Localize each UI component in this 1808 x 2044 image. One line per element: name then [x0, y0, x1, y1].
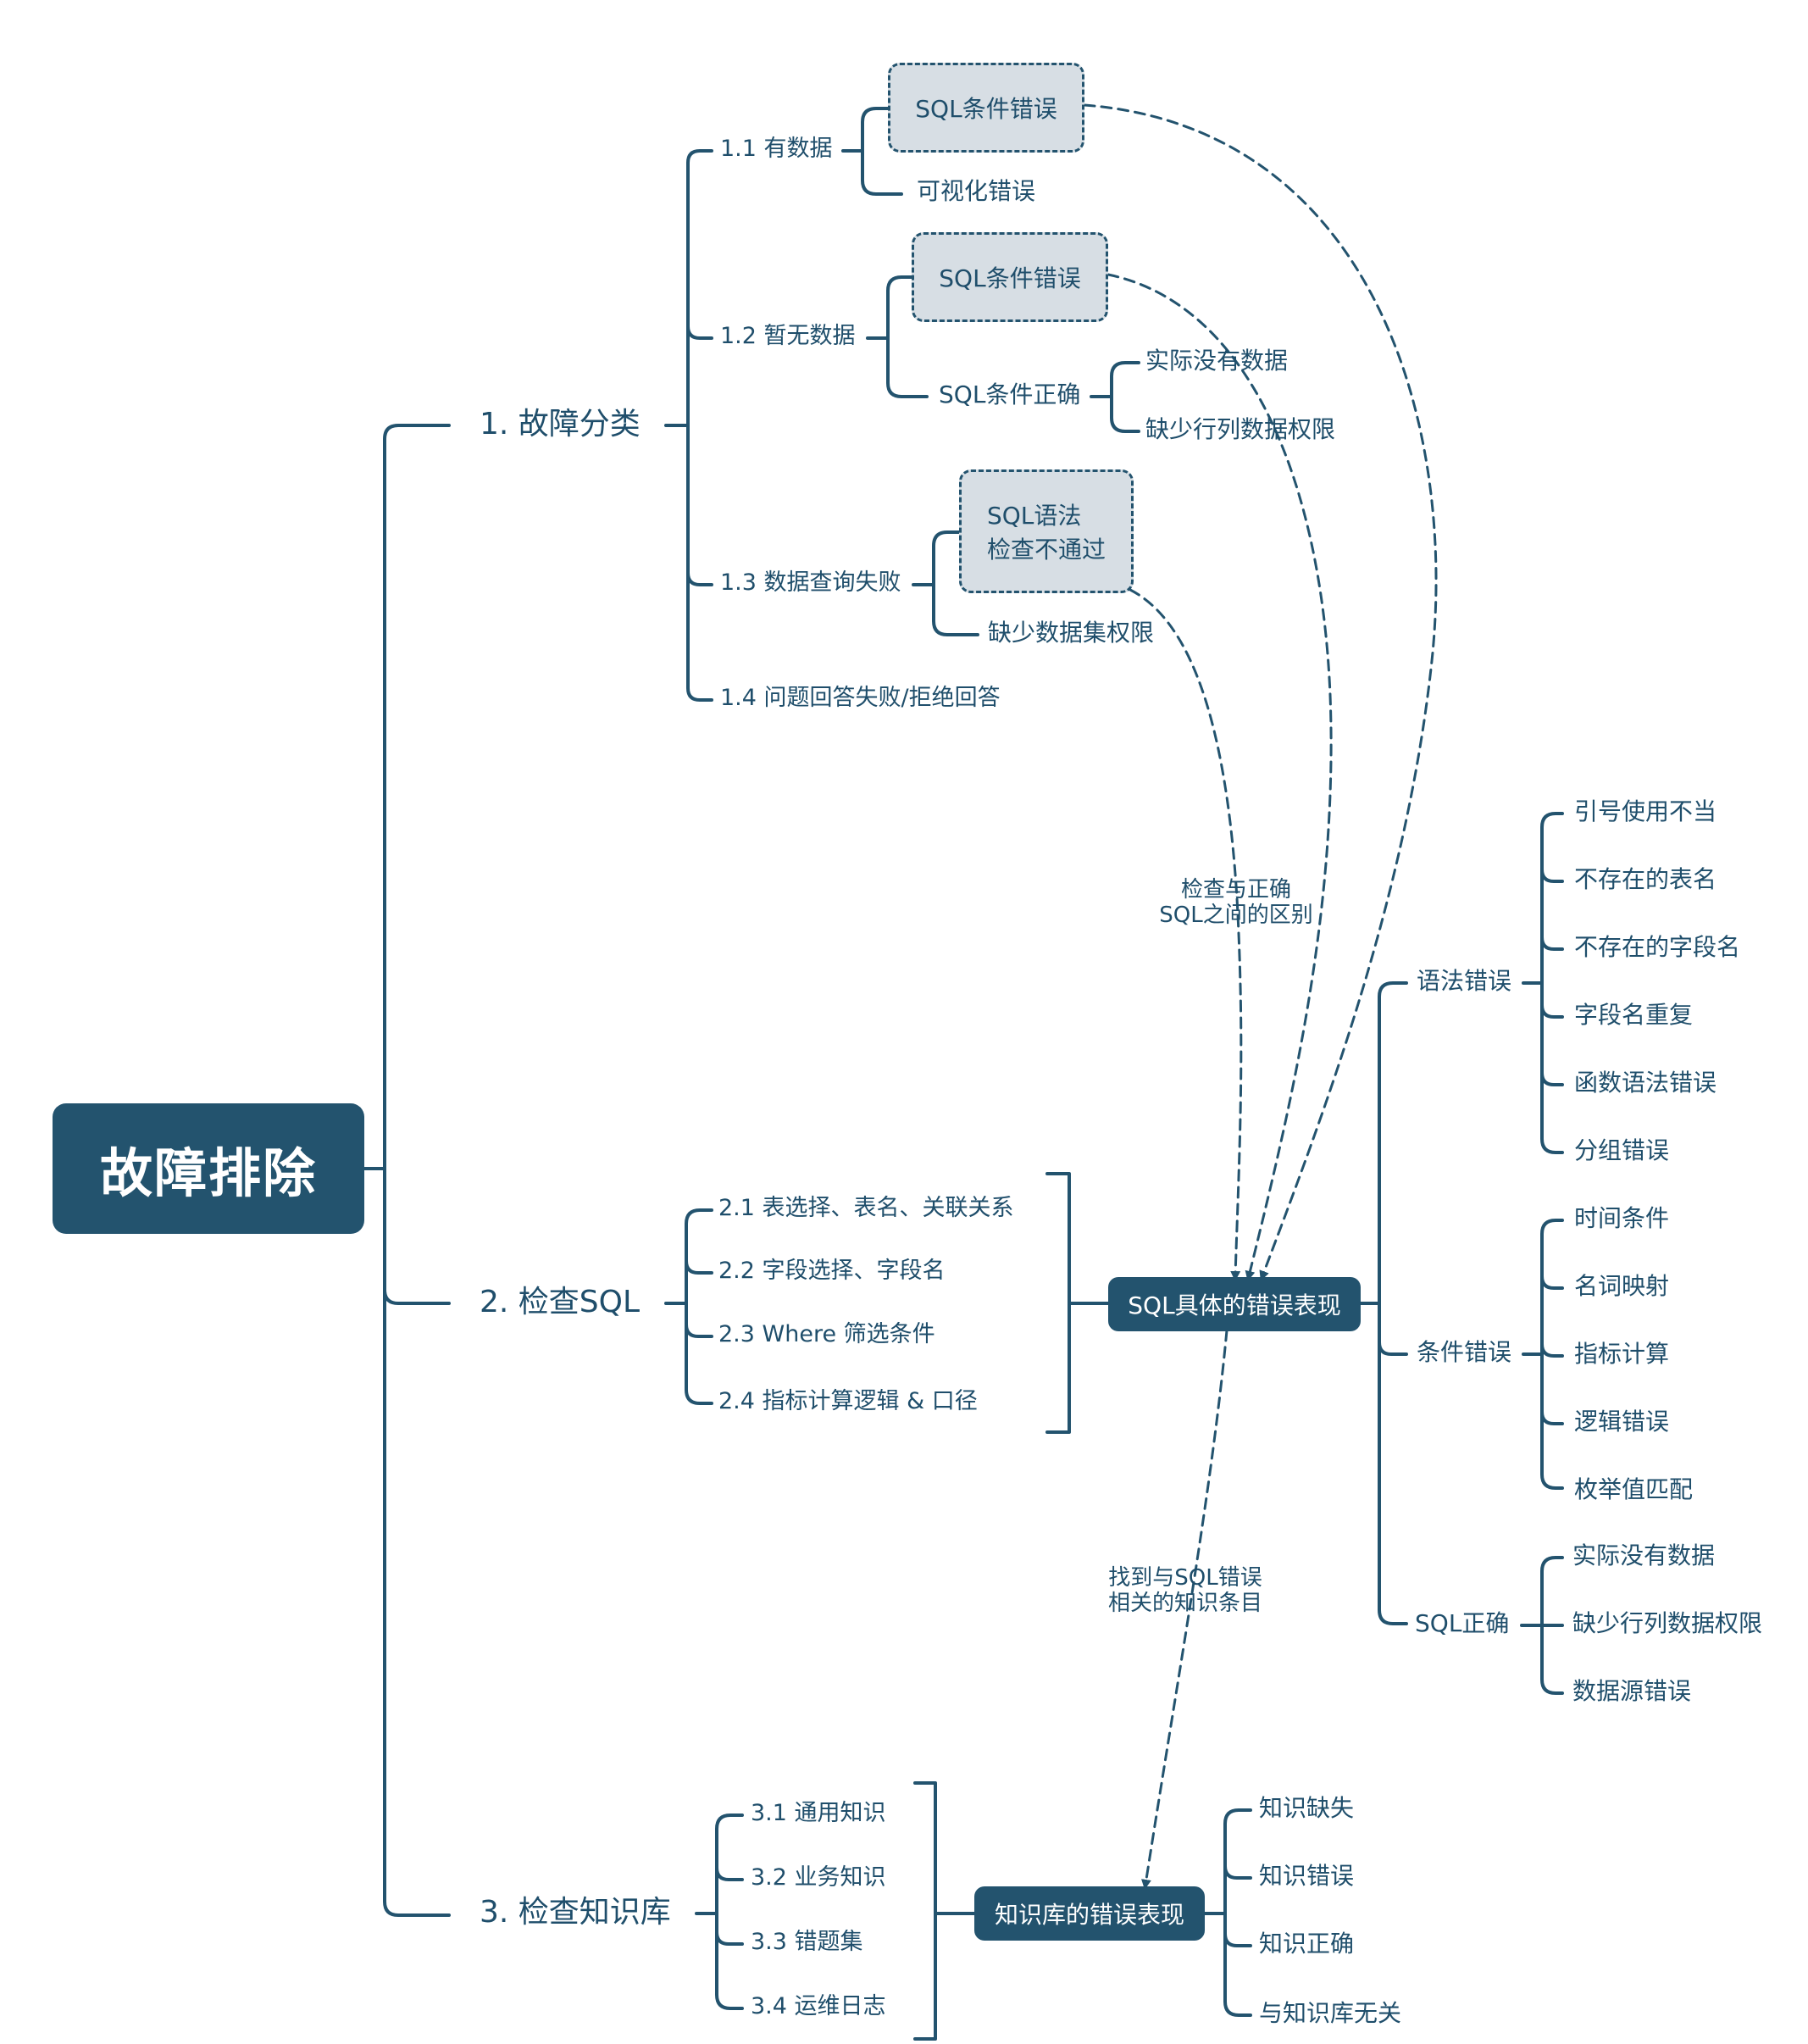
group-sql-correct: SQL正确: [1415, 1609, 1510, 1637]
knowledge-result-4: 与知识库无关: [1259, 1999, 1402, 2027]
arrow-note-2: 找到与SQL错误 相关的知识条目: [1106, 1565, 1264, 1617]
boxed-node-1-3-line-2: 检查不通过: [986, 536, 1106, 564]
arrow-from-1-1: [1083, 103, 1438, 1281]
node-1-4: 1.4 问题回答失败/拒绝回答: [720, 685, 1001, 711]
node-3-4: 3.4 运维日志: [751, 1993, 886, 2019]
node-2-1: 2.1 表选择、表名、关联关系: [718, 1195, 1014, 1221]
boxed-node-1-3-line-1: SQL语法: [986, 502, 1082, 530]
arrow-note-2-line-2: 相关的知识条目: [1107, 1590, 1262, 1616]
branch-2-title: 2. 检查SQL: [480, 1285, 641, 1319]
arrow-from-1-3: [1129, 588, 1243, 1281]
node-1-2: 1.2 暂无数据: [720, 323, 856, 349]
node-2-4: 2.4 指标计算逻辑 & 口径: [718, 1388, 978, 1414]
knowledge-result-1: 知识缺失: [1259, 1794, 1355, 1822]
boxed-node-1-2-label: SQL条件错误: [939, 264, 1081, 292]
node-2-2: 2.2 字段选择、字段名: [718, 1258, 946, 1284]
arrow-to-knowledge: [1140, 1329, 1228, 1890]
arrow-note-1-line-1: 检查与正确: [1180, 877, 1291, 903]
sql-correct-item-3: 数据源错误: [1572, 1677, 1692, 1705]
arrow-from-1-2: [1106, 273, 1333, 1281]
sql-error-summary-node: SQL具体的错误表现: [1108, 1277, 1361, 1331]
root-label: 故障排除: [99, 1142, 317, 1204]
knowledge-error-summary-label: 知识库的错误表现: [994, 1901, 1184, 1929]
sql-correct-item-2: 缺少行列数据权限: [1572, 1609, 1763, 1637]
arrow-note-1: 检查与正确 SQL之间的区别: [1157, 877, 1315, 929]
b2-bracket: [685, 1208, 713, 1405]
syntax-item-4: 字段名重复: [1574, 1001, 1694, 1029]
group-condition-error: 条件错误: [1417, 1338, 1512, 1366]
summary-bracket: [1378, 981, 1408, 1625]
syntax-item-6: 分组错误: [1574, 1136, 1670, 1164]
node-3-2: 3.2 业务知识: [751, 1864, 886, 1891]
node-2-3: 2.3 Where 筛选条件: [718, 1321, 935, 1347]
syntax-item-3: 不存在的字段名: [1574, 933, 1741, 961]
node-1-2-correct: SQL条件正确: [939, 380, 1081, 408]
node-3-3: 3.3 错题集: [751, 1929, 863, 1955]
node-3-1: 3.1 通用知识: [751, 1800, 886, 1826]
boxed-node-1-3: SQL语法 检查不通过: [959, 469, 1134, 593]
boxed-node-1-1: SQL条件错误: [888, 63, 1084, 153]
syntax-item-5: 函数语法错误: [1574, 1069, 1717, 1097]
syntax-item-2: 不存在的表名: [1574, 865, 1717, 893]
condition-item-4: 逻辑错误: [1574, 1408, 1670, 1436]
arrow-note-1-line-2: SQL之间的区别: [1159, 902, 1313, 928]
condition-item-3: 指标计算: [1574, 1340, 1670, 1368]
group-syntax-error: 语法错误: [1417, 967, 1512, 995]
condition-item-1: 时间条件: [1574, 1204, 1670, 1232]
knowledge-result-3: 知识正确: [1259, 1930, 1355, 1958]
branch-1-title: 1. 故障分类: [480, 407, 641, 442]
root-node: 故障排除: [53, 1103, 364, 1234]
node-1-3: 1.3 数据查询失败: [720, 569, 901, 596]
knowledge-error-summary-node: 知识库的错误表现: [974, 1886, 1205, 1941]
sql-error-summary-label: SQL具体的错误表现: [1128, 1291, 1341, 1319]
boxed-node-1-2: SQL条件错误: [912, 232, 1108, 322]
root-bracket-mid: [383, 1288, 451, 1305]
b2-right-bracket: [1045, 1172, 1071, 1434]
syntax-item-1: 引号使用不当: [1574, 797, 1717, 825]
arrow-note-2-line-1: 找到与SQL错误: [1108, 1565, 1262, 1591]
node-1-1: 1.1 有数据: [720, 136, 833, 162]
b1-bracket: [686, 149, 713, 702]
knowledge-result-2: 知识错误: [1259, 1862, 1355, 1890]
condition-item-2: 名词映射: [1574, 1272, 1670, 1300]
node-1-1-other: 可视化错误: [917, 177, 1036, 205]
boxed-node-1-3-label: SQL语法 检查不通过: [987, 497, 1106, 565]
b3-bracket: [715, 1813, 744, 2010]
branch-3-title: 3. 检查知识库: [480, 1895, 671, 1930]
root-bracket: [383, 424, 451, 1917]
condition-item-5: 枚举值匹配: [1574, 1475, 1694, 1503]
node-1-2-correct-child-1: 实际没有数据: [1145, 347, 1289, 375]
sql-correct-item-1: 实际没有数据: [1572, 1541, 1716, 1569]
node-1-2-correct-child-2: 缺少行列数据权限: [1145, 415, 1336, 443]
b3-right-bracket: [913, 1781, 937, 2041]
boxed-node-1-1-label: SQL条件错误: [915, 95, 1057, 123]
node-1-3-other: 缺少数据集权限: [988, 619, 1155, 647]
